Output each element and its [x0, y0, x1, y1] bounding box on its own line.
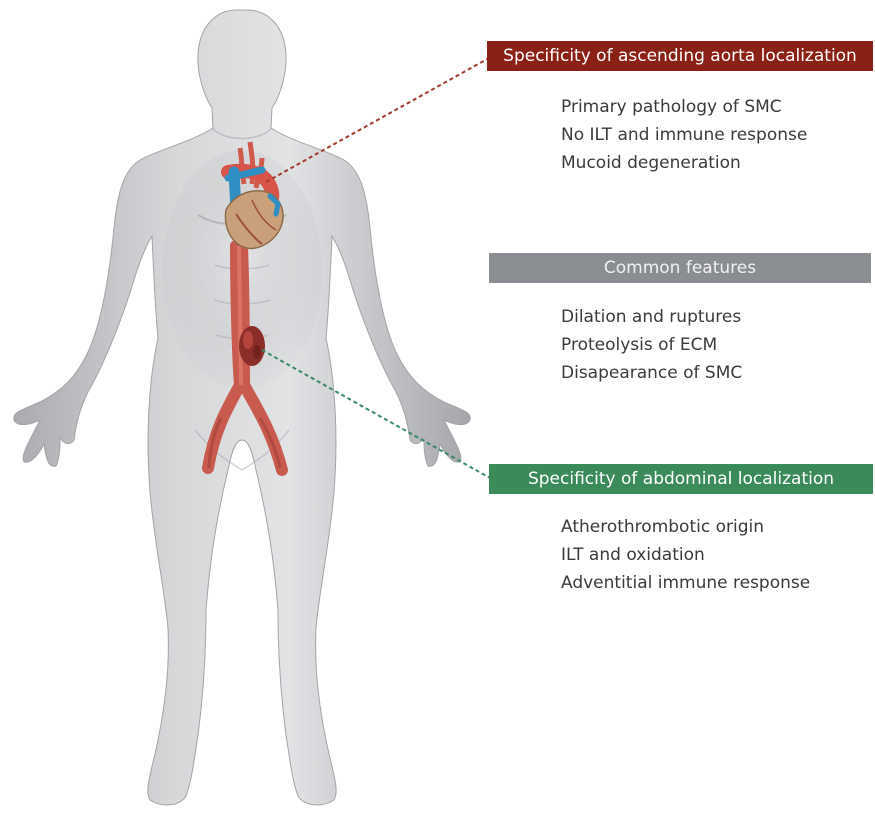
- common-features-list: Dilation and ruptures Proteolysis of ECM…: [561, 303, 742, 387]
- list-item: Primary pathology of SMC: [561, 93, 807, 121]
- list-item: Atherothrombotic origin: [561, 513, 810, 541]
- human-body-silhouette: [14, 10, 471, 805]
- list-item: Adventitial immune response: [561, 569, 810, 597]
- abdominal-features-list: Atherothrombotic origin ILT and oxidatio…: [561, 513, 810, 597]
- abdominal-aneurysm-icon: [239, 326, 265, 366]
- list-item: No ILT and immune response: [561, 121, 807, 149]
- list-item: Disapearance of SMC: [561, 359, 742, 387]
- list-item: Mucoid degeneration: [561, 149, 807, 177]
- ascending-features-list: Primary pathology of SMC No ILT and immu…: [561, 93, 807, 177]
- ascending-aorta-header: Specificity of ascending aorta localizat…: [487, 41, 873, 71]
- ascending-connector-line: [266, 58, 489, 182]
- list-item: ILT and oxidation: [561, 541, 810, 569]
- common-features-header: Common features: [489, 253, 871, 283]
- abdominal-localization-header: Specificity of abdominal localization: [489, 464, 873, 494]
- list-item: Proteolysis of ECM: [561, 331, 742, 359]
- list-item: Dilation and ruptures: [561, 303, 742, 331]
